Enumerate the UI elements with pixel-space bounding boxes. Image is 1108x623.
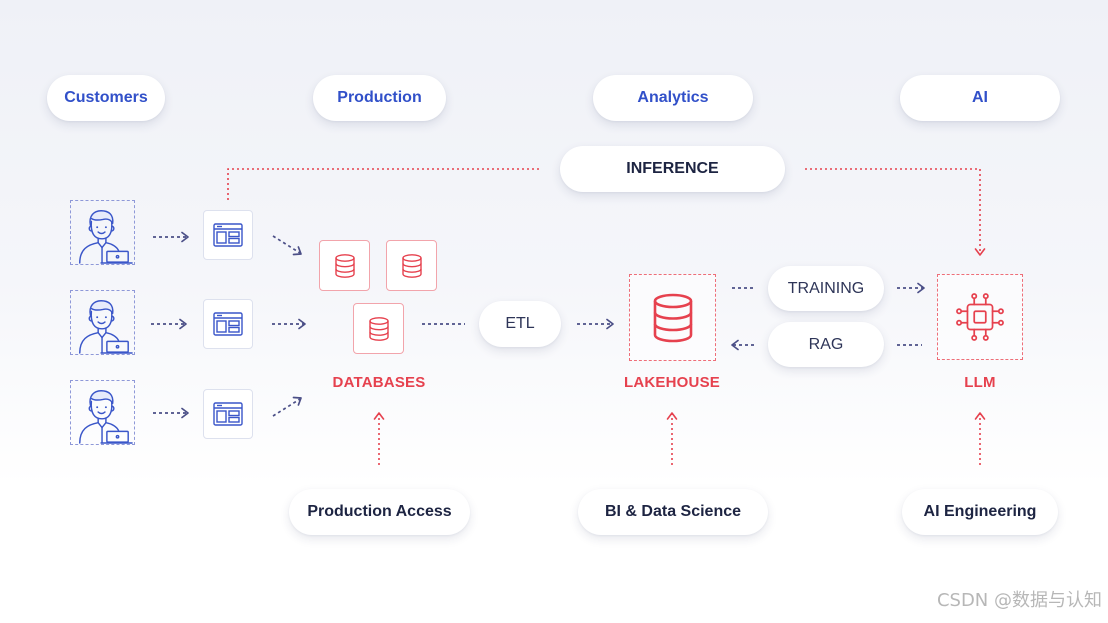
stage-pill-analytics: Analytics [593, 75, 753, 121]
app-window-icon [213, 312, 243, 336]
training-label: TRAINING [787, 279, 865, 297]
database-1 [319, 240, 370, 291]
stage-label-analytics: Analytics [637, 89, 709, 106]
arrow-ai-engineering-to-llm [974, 412, 986, 465]
database-icon [653, 293, 692, 342]
inference-arrow-to-llm [805, 168, 986, 256]
database-2 [386, 240, 437, 291]
database-3 [353, 303, 404, 354]
arrow-user-1-to-app-1 [153, 231, 189, 243]
arrow-app-3-to-databases [272, 396, 302, 417]
llm-node [937, 274, 1023, 360]
stage-pill-customers: Customers [47, 75, 165, 121]
arrow-training-to-llm [897, 282, 925, 294]
database-icon [368, 316, 389, 341]
arrow-user-2-to-app-2 [151, 318, 187, 330]
llm-label: LLM [964, 374, 996, 391]
access-pill-ai-engineering: AI Engineering [902, 489, 1058, 535]
stage-label-ai: AI [972, 89, 988, 106]
databases-label: DATABASES [332, 374, 426, 391]
lakehouse-label: LAKEHOUSE [624, 374, 720, 391]
database-icon [401, 253, 422, 278]
stage-label-customers: Customers [64, 89, 148, 106]
database-icon [334, 253, 355, 278]
rag-pill: RAG [768, 322, 884, 367]
stage-pill-production: Production [313, 75, 446, 121]
access-label-production: Production Access [307, 503, 452, 520]
person-at-laptop-icon [78, 299, 133, 354]
app-3 [203, 389, 253, 439]
app-window-icon [213, 402, 243, 426]
inference-label: INFERENCE [626, 160, 719, 177]
person-at-laptop-icon [78, 209, 133, 264]
arrow-user-3-to-app-3 [153, 407, 189, 419]
arrow-bi-data-science-to-lakehouse [666, 412, 678, 465]
inference-link-from-production [227, 168, 540, 200]
arrow-app-2-to-databases [272, 318, 306, 330]
arrow-app-1-to-databases [272, 235, 302, 256]
rag-label: RAG [808, 335, 844, 353]
arrow-production-access-to-databases [373, 412, 385, 465]
chip-icon [956, 293, 1004, 341]
lakehouse-node [629, 274, 716, 361]
arrow-etl-to-lakehouse [577, 318, 614, 330]
stage-label-production: Production [337, 89, 422, 106]
inference-pill: INFERENCE [560, 146, 785, 192]
person-at-laptop-icon [78, 389, 133, 444]
user-2 [70, 290, 135, 355]
etl-label: ETL [505, 315, 535, 332]
access-pill-bi-data-science: BI & Data Science [578, 489, 768, 535]
user-1 [70, 200, 135, 265]
training-pill: TRAINING [768, 266, 884, 311]
access-label-ai-engineering: AI Engineering [923, 503, 1037, 520]
arrow-rag-to-lakehouse [731, 339, 756, 351]
stage-pill-ai: AI [900, 75, 1060, 121]
app-window-icon [213, 223, 243, 247]
app-2 [203, 299, 253, 349]
access-label-bi-data-science: BI & Data Science [604, 503, 742, 520]
access-pill-production: Production Access [289, 489, 470, 535]
etl-pill: ETL [479, 301, 561, 347]
user-3 [70, 380, 135, 445]
watermark: CSDN @数据与认知 [936, 590, 1102, 611]
app-1 [203, 210, 253, 260]
